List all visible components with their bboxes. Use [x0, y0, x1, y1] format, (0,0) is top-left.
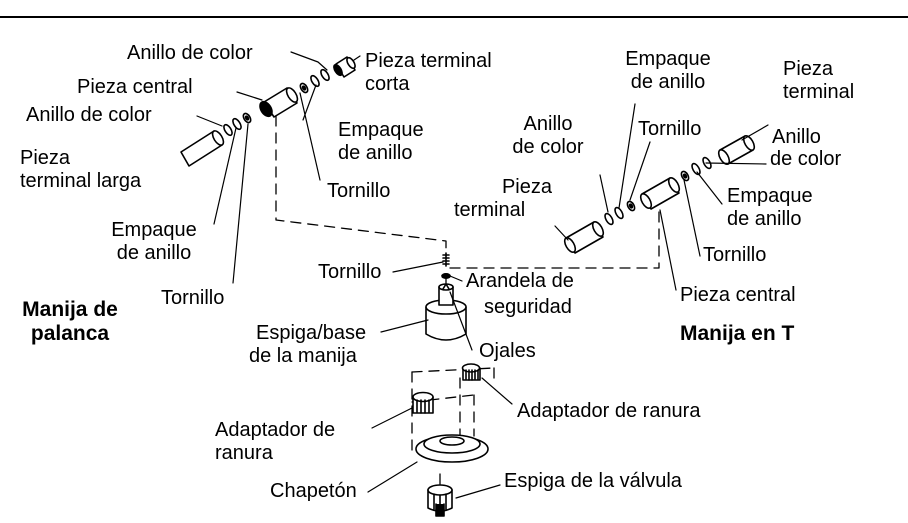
label-lock-washer-2: seguridad — [484, 296, 572, 318]
lever-color-ring-left — [223, 123, 233, 137]
lever-screw-left — [242, 112, 252, 124]
label-color-ring-right-t: Anillo — [772, 126, 821, 148]
label-o-ring-right-lever: Empaque — [338, 119, 424, 141]
lever-center-piece — [259, 87, 299, 118]
label-stem-base: Espiga/base — [256, 322, 367, 344]
lever-color-ring-right — [320, 68, 330, 82]
lever-o-ring-left — [232, 117, 242, 131]
label-screw-bottom-t: Tornillo — [703, 244, 767, 266]
label-color-ring-left-t-2: de color — [512, 136, 584, 158]
escutcheon — [415, 434, 489, 463]
label-o-ring-right-t-2: de anillo — [727, 208, 802, 230]
label-screw-low-lever: Tornillo — [161, 287, 225, 309]
label-lock-washer: Arandela de — [466, 270, 574, 292]
label-o-ring-top-t: Empaque — [625, 48, 711, 70]
lock-washer — [441, 272, 451, 279]
valve-stem — [427, 484, 453, 517]
label-end-piece-left-t: Pieza — [501, 176, 552, 198]
lever-end-piece-long — [180, 130, 225, 167]
label-spline-adapter-left: Adaptador de — [215, 419, 336, 441]
label-end-piece-long: Pieza — [20, 147, 71, 169]
stem-base — [425, 283, 467, 341]
t-o-ring-right — [691, 162, 701, 176]
t-center-piece — [639, 176, 681, 210]
label-spline-adapter-right: Adaptador de ranura — [517, 400, 701, 422]
label-center-piece-lever: Pieza central — [77, 76, 193, 98]
label-o-ring-bottom-lever-2: de anillo — [116, 242, 192, 264]
label-color-ring-left-t: Anillo — [523, 113, 573, 135]
label-end-piece-long-2: terminal larga — [20, 170, 142, 192]
spline-adapter-left — [412, 391, 434, 414]
center-screw — [442, 252, 450, 267]
label-valve-stem: Espiga de la válvula — [504, 470, 682, 492]
lever-handle-title: Manija de — [22, 298, 118, 321]
t-color-ring-left — [604, 212, 614, 226]
label-color-ring-left-lever: Anillo de color — [26, 104, 152, 126]
t-end-piece-right — [717, 134, 756, 166]
label-color-ring-right-t-2: de color — [770, 148, 842, 170]
label-o-ring-right-t: Empaque — [727, 185, 813, 207]
label-screw-mid-lever: Tornillo — [327, 180, 391, 202]
t-screw-right — [680, 170, 690, 182]
lever-end-piece-short — [333, 56, 356, 78]
t-o-ring-left — [614, 206, 624, 220]
label-stem-base-2: de la manija — [249, 345, 357, 367]
lever-handle-title-2: palanca — [30, 322, 110, 345]
label-end-piece-short: Pieza terminal — [365, 50, 492, 72]
label-escutcheon: Chapetón — [270, 480, 357, 502]
label-end-piece-short-2: corta — [365, 73, 410, 95]
label-o-ring-bottom-lever: Empaque — [111, 219, 197, 241]
label-center-piece-t: Pieza central — [680, 284, 796, 306]
label-color-ring-top: Anillo de color — [127, 42, 253, 64]
label-screw-center: Tornillo — [318, 261, 382, 283]
t-handle-title: Manija en T — [680, 322, 795, 345]
t-screw-left — [626, 200, 636, 212]
label-o-ring-right-lever-2: de anillo — [338, 142, 413, 164]
label-end-piece-left-t-2: terminal — [454, 199, 526, 221]
lever-o-ring-right — [310, 74, 320, 88]
t-end-piece-left — [563, 220, 605, 254]
spline-adapter-right — [461, 363, 481, 381]
label-grommets: Ojales — [479, 340, 536, 362]
label-o-ring-top-t-2: de anillo — [630, 71, 706, 93]
label-screw-top-t: Tornillo — [638, 118, 702, 140]
label-end-piece-right-t: Pieza — [783, 58, 834, 80]
lever-screw-right — [299, 82, 309, 94]
label-end-piece-right-t-2: terminal — [783, 81, 855, 103]
label-spline-adapter-left-2: ranura — [215, 442, 273, 464]
